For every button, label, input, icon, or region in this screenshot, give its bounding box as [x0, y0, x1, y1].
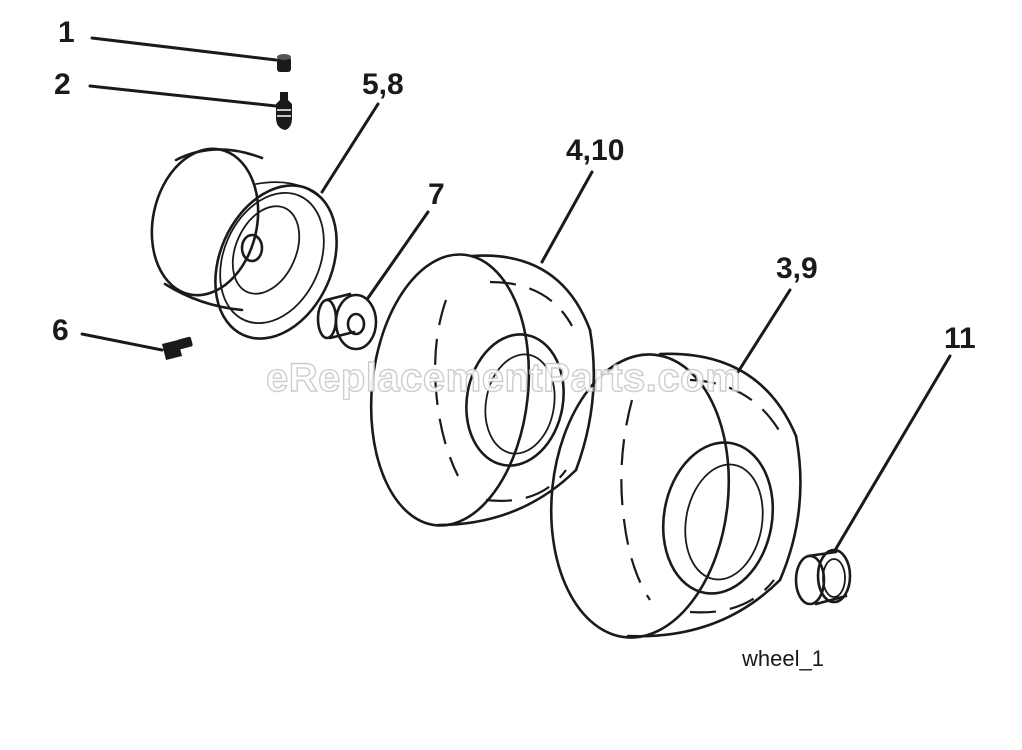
diagram-caption: wheel_1: [742, 646, 824, 671]
rear-tire-part: [549, 352, 802, 639]
callout-4-10: 4,10: [566, 134, 625, 167]
valve-stem-part: [276, 92, 292, 130]
leader-line-3-9: [736, 288, 792, 374]
front-tire-part: [369, 253, 596, 527]
bearing-part: [794, 548, 852, 606]
callout-6: 6: [52, 314, 69, 347]
callout-2: 2: [54, 68, 71, 101]
callout-1: 1: [58, 16, 75, 49]
rim-part: [150, 147, 338, 340]
watermark: eReplacementParts.com: [265, 355, 742, 400]
callout-5-8: 5,8: [362, 68, 404, 101]
valve-cap-part: [277, 54, 291, 72]
leader-line-11: [832, 354, 952, 554]
leader-line-7: [366, 210, 430, 300]
leader-line-5-8: [320, 102, 380, 194]
bolt-part: [162, 336, 193, 360]
leader-lines: [80, 36, 952, 554]
leader-line-1: [90, 36, 278, 62]
callout-11: 11: [944, 322, 976, 355]
leader-line-6: [80, 332, 164, 352]
leader-line-2: [88, 84, 278, 108]
callout-3-9: 3,9: [776, 252, 818, 285]
callout-7: 7: [428, 178, 445, 211]
bushing-part: [316, 292, 378, 351]
leader-line-4-10: [540, 170, 594, 264]
